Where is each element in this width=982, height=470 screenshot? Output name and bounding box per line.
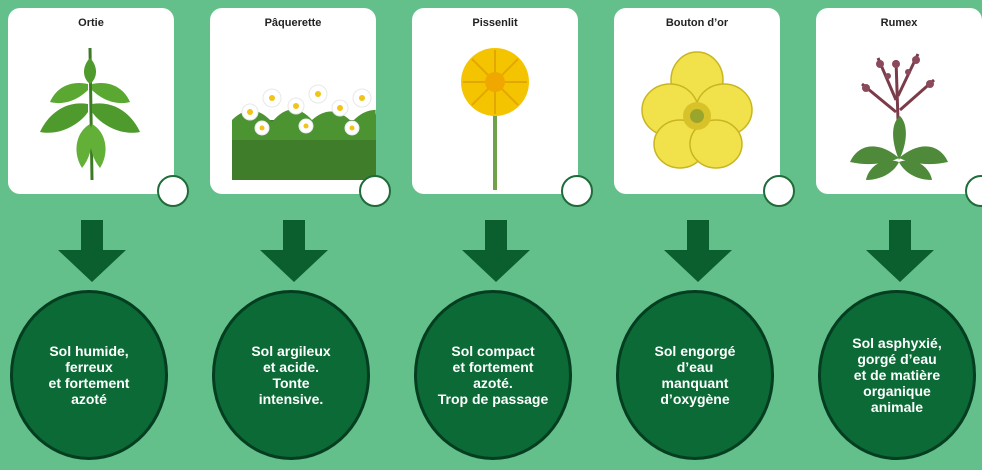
soil-result-circle: Sol argileux et acide. Tonte intensive. bbox=[212, 290, 370, 460]
daisy-illustration bbox=[232, 84, 376, 180]
soil-result-circle: Sol humide, ferreux et fortement azoté bbox=[10, 290, 168, 460]
plant-card[interactable]: Rumex bbox=[816, 8, 982, 207]
plant-card[interactable]: Pissenlit bbox=[412, 8, 593, 207]
plant-column-pissenlit: Pissenlit Sol compact et fortement azoté… bbox=[404, 0, 600, 470]
arrow-down-icon bbox=[260, 220, 328, 282]
select-circle[interactable] bbox=[763, 175, 795, 207]
plant-column-rumex: Rumex Sol asphyxié, gorgé d’eau bbox=[808, 0, 982, 470]
plant-column-paquerette: Pâquerette Sol argileux et acide. Tonte … bbox=[202, 0, 398, 470]
select-circle[interactable] bbox=[965, 175, 982, 207]
arrow-down-icon bbox=[664, 220, 732, 282]
plant-column-ortie: Ortie Sol humide, ferreux et fortement a… bbox=[0, 0, 196, 470]
plant-column-bouton-dor: Bouton d’or Sol engorgé d’eau manquant d… bbox=[606, 0, 802, 470]
select-circle[interactable] bbox=[561, 175, 593, 207]
dandelion-illustration bbox=[461, 48, 529, 190]
arrow-down-icon bbox=[462, 220, 530, 282]
plant-name: Ortie bbox=[78, 17, 104, 29]
nettle-illustration bbox=[40, 47, 140, 181]
arrow-down-icon bbox=[866, 220, 934, 282]
plant-name: Pâquerette bbox=[264, 17, 322, 29]
soil-result-circle: Sol asphyxié, gorgé d’eau et de matière … bbox=[818, 290, 976, 460]
plant-card[interactable]: Pâquerette bbox=[210, 8, 391, 207]
plant-card[interactable]: Ortie bbox=[8, 8, 189, 207]
buttercup-illustration bbox=[641, 51, 753, 169]
plant-name: Rumex bbox=[880, 17, 918, 29]
select-circle[interactable] bbox=[359, 175, 391, 207]
plant-name: Bouton d’or bbox=[665, 17, 729, 29]
soil-result-text: Sol argileux et acide. Tonte intensive. bbox=[251, 343, 331, 407]
soil-result-text: Sol asphyxié, gorgé d’eau et de matière … bbox=[852, 335, 942, 415]
select-circle[interactable] bbox=[157, 175, 189, 207]
soil-result-circle: Sol engorgé d’eau manquant d’oxygène bbox=[616, 290, 774, 460]
soil-result-circle: Sol compact et fortement azoté. Trop de … bbox=[414, 290, 572, 460]
arrow-down-icon bbox=[58, 220, 126, 282]
soil-result-text: Sol humide, ferreux et fortement azoté bbox=[48, 343, 130, 407]
soil-result-text: Sol compact et fortement azoté. Trop de … bbox=[437, 343, 549, 407]
plant-card[interactable]: Bouton d’or bbox=[614, 8, 795, 207]
plant-name: Pissenlit bbox=[472, 17, 518, 29]
dock-illustration bbox=[850, 53, 948, 180]
soil-result-text: Sol engorgé d’eau manquant d’oxygène bbox=[654, 343, 736, 407]
